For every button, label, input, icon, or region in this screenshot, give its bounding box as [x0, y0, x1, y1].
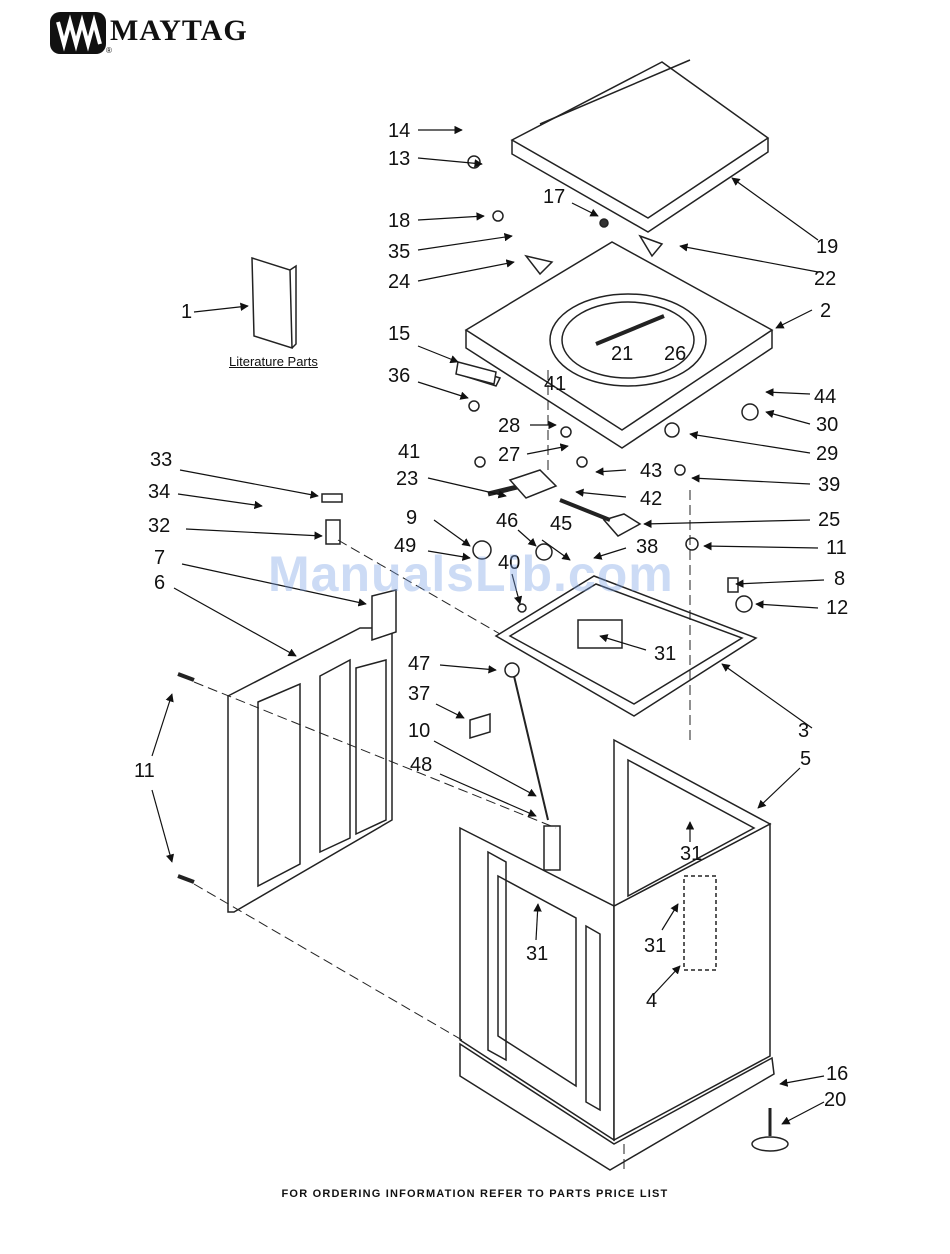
callout-32: 32 — [148, 515, 170, 537]
callout-34: 34 — [148, 481, 170, 503]
callout-24: 24 — [388, 271, 410, 293]
callout-11: 11 — [826, 537, 847, 559]
callout-37: 37 — [408, 683, 430, 705]
callout-36: 36 — [388, 365, 410, 387]
callout-1: 1 — [181, 301, 192, 323]
callout-14: 14 — [388, 120, 410, 142]
callout-47: 47 — [408, 653, 430, 675]
callout-21: 21 — [611, 343, 633, 365]
suspension-rod-10 — [514, 676, 548, 820]
callout-31: 31 — [654, 643, 676, 665]
callout-22: 22 — [814, 268, 836, 290]
callout-23: 23 — [396, 468, 418, 490]
callout-6: 6 — [154, 572, 165, 594]
callout-42: 42 — [640, 488, 662, 510]
callout-13: 13 — [388, 148, 410, 170]
callout-30: 30 — [816, 414, 838, 436]
callout-2: 2 — [820, 300, 831, 322]
callout-25: 25 — [818, 509, 840, 531]
callout-11: 11 — [134, 760, 155, 782]
literature-booklet — [252, 258, 296, 348]
callout-5: 5 — [800, 748, 811, 770]
hinge-bar-25 — [604, 514, 640, 536]
callout-16: 16 — [826, 1063, 848, 1085]
callout-44: 44 — [814, 386, 836, 408]
callout-33: 33 — [150, 449, 172, 471]
callout-48: 48 — [410, 754, 432, 776]
callout-26: 26 — [664, 343, 686, 365]
callout-18: 18 — [388, 210, 410, 232]
callout-29: 29 — [816, 443, 838, 465]
literature-parts-caption: Literature Parts — [229, 354, 318, 369]
callout-10: 10 — [408, 720, 430, 742]
callout-28: 28 — [498, 415, 520, 437]
callout-41: 41 — [544, 373, 566, 395]
callout-17: 17 — [543, 186, 565, 208]
callout-31: 31 — [644, 935, 666, 957]
callout-7: 7 — [154, 547, 165, 569]
callout-20: 20 — [824, 1089, 846, 1111]
watermark: ManualsLib.com — [268, 545, 674, 603]
callout-12: 12 — [826, 597, 848, 619]
callout-9: 9 — [406, 507, 417, 529]
callout-15: 15 — [388, 323, 410, 345]
callout-31: 31 — [526, 943, 548, 965]
callout-46: 46 — [496, 510, 518, 532]
callout-41: 41 — [398, 441, 420, 463]
callout-4: 4 — [646, 990, 657, 1012]
rear-panel-6 — [228, 628, 392, 912]
callout-45: 45 — [550, 513, 572, 535]
callout-8: 8 — [834, 568, 845, 590]
ordering-footnote: FOR ORDERING INFORMATION REFER TO PARTS … — [0, 1188, 950, 1200]
callout-39: 39 — [818, 474, 840, 496]
callout-27: 27 — [498, 444, 520, 466]
callout-3: 3 — [798, 720, 809, 742]
callout-35: 35 — [388, 241, 410, 263]
callout-19: 19 — [816, 236, 838, 258]
callout-43: 43 — [640, 460, 662, 482]
callout-31: 31 — [680, 843, 702, 865]
